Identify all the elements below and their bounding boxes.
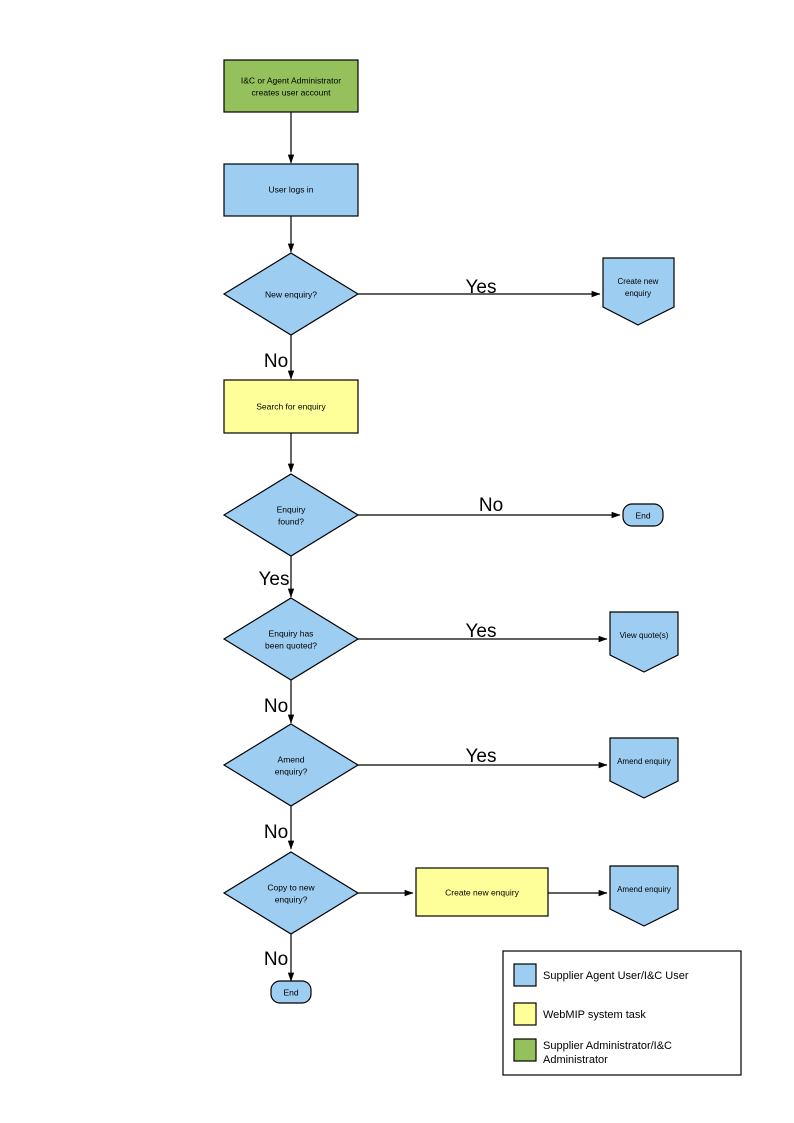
node-label-line1: New enquiry? — [265, 289, 317, 299]
node-label-line2: enquiry? — [275, 766, 308, 776]
node-amend-enquiry-2[interactable]: Amend enquiry — [609, 865, 679, 927]
legend-item-webmip-system-task: WebMIP system task — [513, 1002, 646, 1026]
legend-label-admin-line1: Supplier Administrator/I&C — [543, 1040, 672, 1052]
legend-swatch-admin — [513, 1038, 537, 1062]
node-shape-stadium — [622, 503, 664, 527]
edge-label-amendq-yes: Yes — [466, 746, 497, 767]
node-label-line1: Copy to new — [267, 882, 315, 892]
node-label-line1: User logs in — [269, 184, 314, 194]
node-label-line1: Search for enquiry — [256, 401, 326, 411]
node-label-line1: View quote(s) — [620, 631, 669, 640]
node-shape-diamond — [222, 252, 360, 336]
node-view-quotes[interactable]: View quote(s) — [609, 611, 679, 673]
edge-label-newenquiry-no: No — [264, 351, 288, 372]
node-label-line1: Amend enquiry — [617, 885, 671, 894]
node-label-line1: Amend — [278, 754, 305, 764]
legend-item-supplier-administrator: Supplier Administrator/I&C Administrator — [513, 1038, 672, 1066]
node-label-line2: enquiry — [625, 289, 651, 298]
edges-layer — [287, 112, 621, 982]
node-shape-diamond — [222, 851, 360, 935]
node-shape-pentagon — [609, 611, 679, 673]
node-shape-rect — [223, 379, 359, 434]
node-shape-pentagon — [602, 257, 675, 326]
edge-label-amendq-no: No — [264, 822, 288, 843]
legend-swatch-system — [513, 1002, 537, 1026]
edge-label-found-no: No — [479, 495, 503, 516]
node-copy-to-new-enquiry-decision[interactable]: Copy to new enquiry? — [222, 851, 360, 935]
edge-labels-layer: Yes No No Yes Yes No Yes No No — [259, 277, 504, 970]
node-admin-creates-user-account[interactable]: I&C or Agent Administrator creates user … — [223, 59, 359, 113]
node-shape-diamond — [222, 723, 360, 807]
legend-label-admin-line2: Administrator — [543, 1054, 608, 1066]
legend-label-system: WebMIP system task — [543, 1009, 646, 1021]
node-label-line1: I&C or Agent Administrator — [241, 75, 341, 85]
node-end-2[interactable]: End — [270, 980, 312, 1004]
node-label-line1: Create new enquiry — [445, 887, 519, 897]
node-amend-enquiry-1[interactable]: Amend enquiry — [609, 737, 679, 799]
node-shape-diamond — [222, 597, 360, 681]
node-label-line2: found? — [278, 516, 304, 526]
node-create-new-enquiry-2[interactable]: Create new enquiry — [415, 867, 549, 917]
node-label-line1: End — [283, 987, 298, 997]
node-label-line1: Enquiry — [277, 504, 307, 514]
edge-label-newenquiry-yes: Yes — [466, 277, 497, 298]
node-label-line1: Amend enquiry — [617, 757, 671, 766]
edge-label-quoted-yes: Yes — [466, 621, 497, 642]
node-enquiry-quoted-decision[interactable]: Enquiry has been quoted? — [222, 597, 360, 681]
node-user-logs-in[interactable]: User logs in — [223, 163, 359, 217]
edge-label-quoted-no: No — [264, 696, 288, 717]
node-shape-rect — [415, 867, 549, 917]
node-label-line1: End — [635, 510, 650, 520]
node-shape-diamond — [222, 473, 360, 557]
node-shape-pentagon — [609, 737, 679, 799]
node-label-line2: been quoted? — [265, 640, 317, 650]
node-label-line1: Create new — [618, 277, 659, 286]
node-shape-pentagon — [609, 865, 679, 927]
node-new-enquiry-decision[interactable]: New enquiry? — [222, 252, 360, 336]
node-label-line2: enquiry? — [275, 894, 308, 904]
legend-swatch-user — [513, 963, 537, 987]
legend: Supplier Agent User/I&C User WebMIP syst… — [502, 950, 742, 1076]
legend-label-user: Supplier Agent User/I&C User — [543, 970, 689, 982]
node-end-1[interactable]: End — [622, 503, 664, 527]
node-label-line2: creates user account — [252, 87, 332, 97]
node-shape-stadium — [270, 980, 312, 1004]
node-create-new-enquiry-1[interactable]: Create new enquiry — [602, 257, 675, 326]
edge-label-found-yes: Yes — [259, 569, 290, 590]
node-shape-rect — [223, 59, 359, 113]
node-amend-enquiry-decision[interactable]: Amend enquiry? — [222, 723, 360, 807]
node-shape-rect — [223, 163, 359, 217]
node-enquiry-found-decision[interactable]: Enquiry found? — [222, 473, 360, 557]
node-label-line1: Enquiry has — [269, 628, 314, 638]
edge-label-copy-no: No — [264, 949, 288, 970]
legend-container — [502, 950, 742, 1076]
node-search-for-enquiry[interactable]: Search for enquiry — [223, 379, 359, 434]
legend-item-supplier-agent-user: Supplier Agent User/I&C User — [513, 963, 689, 987]
